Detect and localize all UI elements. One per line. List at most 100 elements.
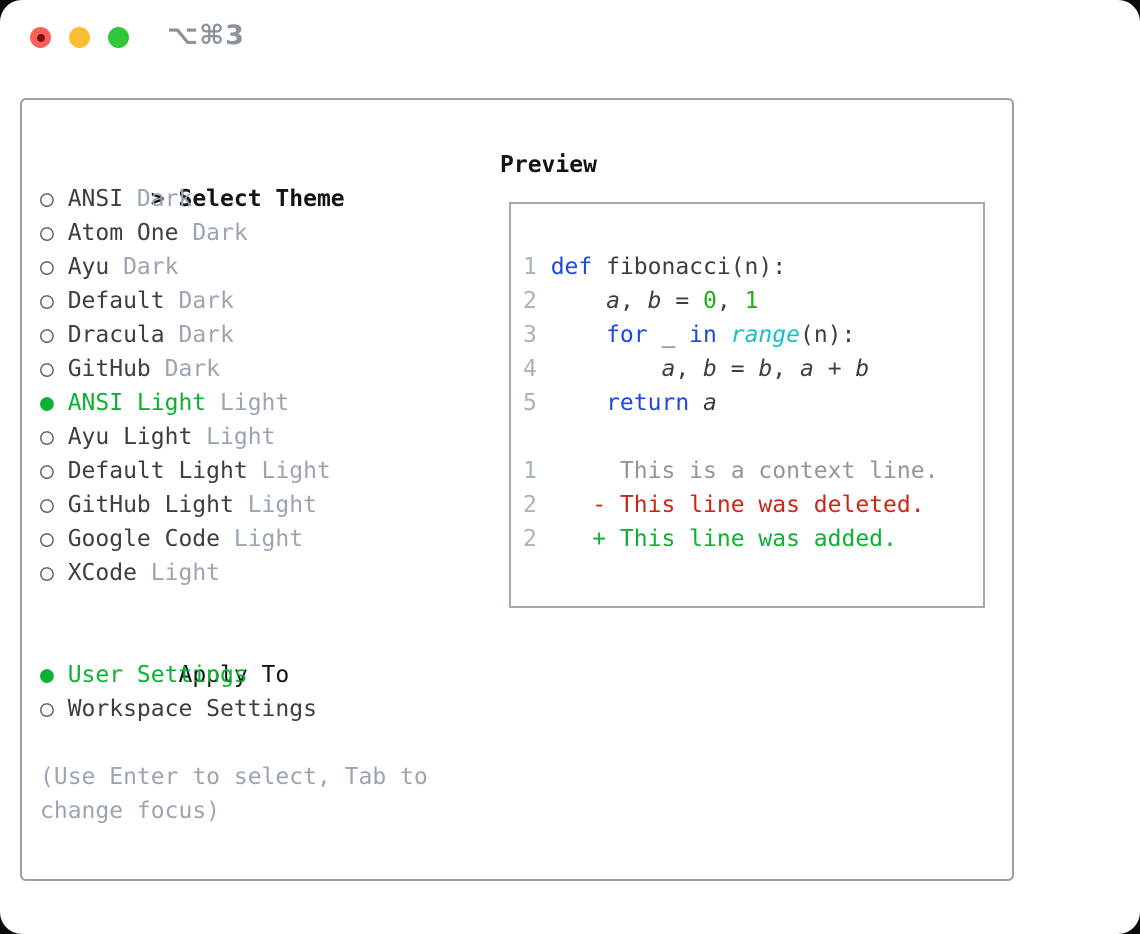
apply-option-user-settings[interactable]: ●User Settings (40, 658, 464, 692)
preview-title: Preview (500, 152, 597, 178)
code-line: 5 return a (523, 386, 983, 420)
code-token: 1 (744, 288, 759, 314)
radio-off-icon: ○ (40, 186, 54, 212)
code-line: 1 This is a context line. (523, 454, 983, 488)
radio-off-icon: ○ (40, 492, 54, 518)
radio-off-icon: ○ (40, 526, 54, 552)
line-number: 2 (523, 288, 537, 314)
radio-off-icon: ○ (40, 696, 54, 722)
theme-variant: Dark (136, 186, 193, 212)
theme-item-ansi[interactable]: ○ ANSI Dark (40, 182, 464, 216)
radio-on-icon: ● (40, 390, 54, 416)
line-number: 3 (523, 322, 537, 348)
theme-name: GitHub (67, 356, 151, 382)
code-token: = (716, 356, 759, 382)
code-token (551, 356, 662, 382)
code-token: This is a context line. (550, 458, 939, 484)
code-token: b (703, 356, 717, 382)
theme-variant: Light (233, 526, 304, 552)
code-token: for (606, 322, 648, 348)
theme-variant: Dark (178, 322, 234, 348)
titlebar: ⌥⌘3 (0, 0, 1140, 74)
radio-off-icon: ○ (40, 288, 54, 314)
code-token (551, 322, 606, 348)
code-token: , (716, 288, 745, 314)
radio-off-icon: ○ (40, 322, 54, 348)
theme-variant: Dark (123, 254, 179, 280)
radio-on-icon: ● (40, 662, 54, 688)
theme-name: GitHub Light (67, 492, 234, 518)
theme-item-ansi-light[interactable]: ● ANSI Light Light (40, 386, 464, 420)
theme-name: Ayu (67, 254, 110, 280)
spacer (40, 726, 464, 760)
code-token: range (730, 322, 800, 348)
line-number: 2 (523, 492, 537, 518)
code-line: 3 for _ in range(n): (523, 318, 983, 352)
code-token: , (772, 356, 800, 382)
spacer (40, 590, 464, 624)
code-token: b (758, 356, 773, 382)
apply-options: ●User Settings○Workspace Settings (40, 658, 464, 726)
theme-item-default[interactable]: ○ Default Dark (40, 284, 464, 318)
theme-variant: Light (220, 390, 290, 416)
select-theme-title: Select Theme (178, 186, 345, 212)
radio-off-icon: ○ (40, 220, 54, 246)
theme-name: Dracula (67, 322, 165, 348)
theme-name: Default Light (67, 458, 248, 484)
code-token: a (703, 390, 717, 416)
code-line: 4 a, b = b, a + b (523, 352, 983, 386)
zoom-button[interactable] (108, 27, 129, 48)
theme-name: Google Code (67, 526, 221, 552)
theme-name: Ayu Light (67, 424, 193, 450)
radio-off-icon: ○ (40, 560, 54, 586)
code-token: , (675, 356, 704, 382)
theme-name: XCode (67, 560, 137, 586)
code-token (717, 322, 731, 348)
apply-option-workspace-settings[interactable]: ○Workspace Settings (40, 692, 464, 726)
code-token: + This line was added. (550, 526, 897, 552)
keyboard-shortcut-label: ⌥⌘3 (167, 20, 245, 51)
close-button[interactable] (30, 27, 51, 48)
code-line: 2 a, b = 0, 1 (523, 284, 983, 318)
theme-item-github-light[interactable]: ○ GitHub Light Light (40, 488, 464, 522)
line-number: 5 (523, 390, 537, 416)
code-token: = (661, 288, 704, 314)
theme-variant: Light (261, 458, 331, 484)
code-token: a (606, 288, 620, 314)
theme-variant: Light (206, 424, 276, 450)
theme-item-default-light[interactable]: ○ Default Light Light (40, 454, 464, 488)
code-token: def (550, 254, 593, 280)
theme-name: Atom One (67, 220, 179, 246)
theme-variant: Dark (178, 288, 234, 314)
radio-off-icon: ○ (40, 356, 54, 382)
theme-name: ANSI Light (67, 390, 207, 416)
code-token (551, 390, 606, 416)
theme-name: ANSI (67, 186, 124, 212)
radio-off-icon: ○ (40, 424, 54, 450)
code-token: b (855, 356, 870, 382)
line-number: 1 (523, 254, 537, 280)
theme-variant: Light (247, 492, 317, 518)
code-token: + (813, 356, 856, 382)
code-token: , (619, 288, 648, 314)
radio-off-icon: ○ (40, 458, 54, 484)
minimize-button[interactable] (69, 27, 90, 48)
code-token: (n): (799, 322, 856, 348)
line-number: 2 (523, 526, 537, 552)
theme-item-ayu-light[interactable]: ○ Ayu Light Light (40, 420, 464, 454)
line-number: 4 (523, 356, 537, 382)
theme-item-dracula[interactable]: ○ Dracula Dark (40, 318, 464, 352)
apply-to-header: Apply To (40, 624, 464, 688)
theme-name: Default (67, 288, 165, 314)
theme-item-google-code[interactable]: ○ Google Code Light (40, 522, 464, 556)
